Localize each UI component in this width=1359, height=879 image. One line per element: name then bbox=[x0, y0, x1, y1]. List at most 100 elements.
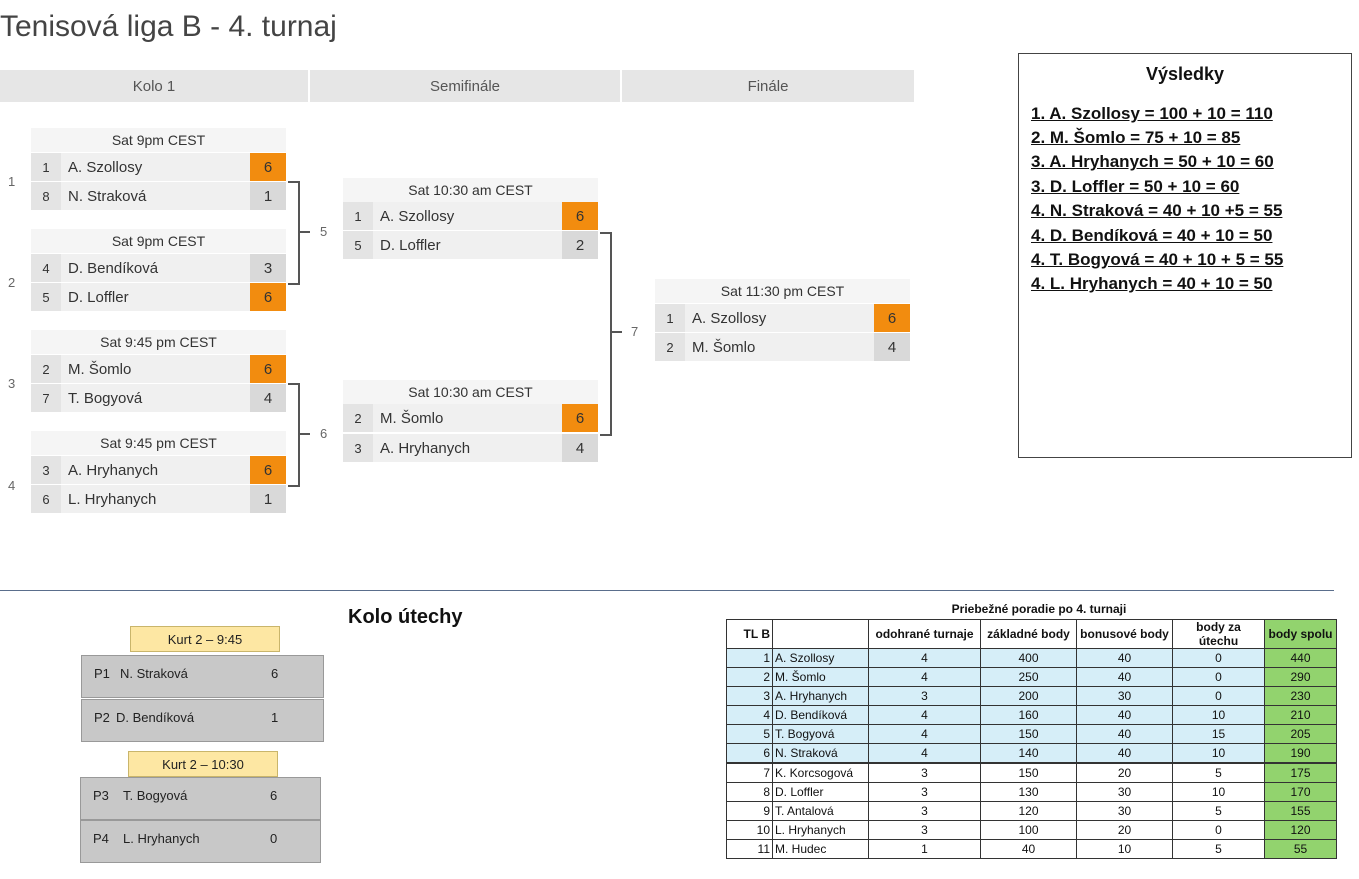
player-cell: T. Antalová bbox=[772, 801, 869, 821]
consolation-points-cell: 10 bbox=[1172, 743, 1265, 764]
column-header: TL B bbox=[726, 619, 773, 649]
bracket-slot[interactable]: 5 D. Loffler 2 bbox=[343, 231, 598, 259]
total-points-cell: 440 bbox=[1264, 648, 1337, 668]
seed-number: 3 bbox=[31, 456, 61, 484]
bracket-slot[interactable]: 2 M. Šomlo 6 bbox=[31, 355, 286, 383]
bracket-slot[interactable]: 2 M. Šomlo 4 bbox=[655, 333, 910, 361]
bonus-points-cell: 20 bbox=[1076, 820, 1173, 840]
player-score: 4 bbox=[874, 333, 910, 361]
match-number: 1 bbox=[8, 174, 16, 189]
bracket-slot[interactable]: 7 T. Bogyová 4 bbox=[31, 384, 286, 412]
court-label: Kurt 2 – 10:30 bbox=[128, 751, 278, 777]
bonus-points-cell: 20 bbox=[1076, 762, 1173, 783]
tournaments-cell: 3 bbox=[868, 686, 981, 706]
bonus-points-cell: 40 bbox=[1076, 648, 1173, 668]
base-points-cell: 130 bbox=[980, 782, 1077, 802]
seed-number: 8 bbox=[31, 182, 61, 210]
rank-cell: 2 bbox=[726, 667, 773, 687]
player-cell: K. Korcsogová bbox=[772, 762, 869, 783]
seed-number: 6 bbox=[31, 485, 61, 513]
bracket-slot[interactable]: 1 A. Szollosy 6 bbox=[31, 153, 286, 181]
match-number: 5 bbox=[320, 224, 328, 239]
column-header: základné body bbox=[980, 619, 1077, 649]
result-line: 1. A. Szollosy = 100 + 10 = 110 bbox=[1031, 104, 1273, 123]
player-cell: N. Straková bbox=[772, 743, 869, 764]
consolation-slot[interactable]: P2 D. Bendíková 1 bbox=[81, 699, 324, 742]
total-points-cell: 175 bbox=[1264, 762, 1337, 783]
consolation-points-cell: 0 bbox=[1172, 667, 1265, 687]
player-name: L. Hryhanych bbox=[123, 831, 200, 846]
player-name: A. Hryhanych bbox=[380, 439, 471, 457]
bracket-connector bbox=[600, 232, 612, 436]
player-name: A. Szollosy bbox=[380, 207, 455, 225]
bracket-slot[interactable]: 3 A. Hryhanych 6 bbox=[31, 456, 286, 484]
column-header: body za útechu bbox=[1172, 619, 1265, 649]
bracket-slot[interactable]: 8 N. Straková 1 bbox=[31, 182, 286, 210]
bonus-points-cell: 30 bbox=[1076, 801, 1173, 821]
player-score: 2 bbox=[562, 231, 598, 259]
result-line: 3. A. Hryhanych = 50 + 10 = 60 bbox=[1031, 152, 1274, 171]
bracket-connector bbox=[300, 433, 310, 435]
bracket-slot[interactable]: 1 A. Szollosy 6 bbox=[655, 304, 910, 332]
player-name: M. Šomlo bbox=[68, 360, 132, 378]
consolation-points-cell: 0 bbox=[1172, 648, 1265, 668]
court-label: Kurt 2 – 9:45 bbox=[130, 626, 280, 652]
base-points-cell: 200 bbox=[980, 686, 1077, 706]
seed-number: 4 bbox=[31, 254, 61, 282]
bonus-points-cell: 30 bbox=[1076, 686, 1173, 706]
player-score: 4 bbox=[562, 434, 598, 462]
bracket-connector bbox=[300, 231, 310, 233]
bracket-connector bbox=[288, 383, 300, 487]
player-cell: A. Szollosy bbox=[772, 648, 869, 668]
bracket-slot[interactable]: 5 D. Loffler 6 bbox=[31, 283, 286, 311]
bonus-points-cell: 40 bbox=[1076, 724, 1173, 744]
match-time: Sat 9:45 pm CEST bbox=[31, 431, 286, 455]
player-name: L. Hryhanych bbox=[68, 490, 157, 508]
consolation-slot[interactable]: P4 L. Hryhanych 0 bbox=[80, 820, 321, 863]
player-cell: M. Hudec bbox=[772, 839, 869, 859]
consolation-points-cell: 0 bbox=[1172, 820, 1265, 840]
bracket-slot[interactable]: 1 A. Szollosy 6 bbox=[343, 202, 598, 230]
total-points-cell: 190 bbox=[1264, 743, 1337, 764]
consolation-slot[interactable]: P1 N. Straková 6 bbox=[81, 655, 324, 698]
match-time: Sat 9pm CEST bbox=[31, 128, 286, 152]
tournaments-cell: 3 bbox=[868, 782, 981, 802]
seed-number: 2 bbox=[655, 333, 685, 361]
base-points-cell: 150 bbox=[980, 724, 1077, 744]
total-points-cell: 205 bbox=[1264, 724, 1337, 744]
match-time: Sat 10:30 am CEST bbox=[343, 178, 598, 202]
consolation-slot[interactable]: P3 T. Bogyová 6 bbox=[80, 777, 321, 820]
standings-title: Priebežné poradie po 4. turnaji bbox=[951, 602, 1127, 616]
seed-number: 1 bbox=[343, 202, 373, 230]
total-points-cell: 290 bbox=[1264, 667, 1337, 687]
rank-cell: 11 bbox=[726, 839, 773, 859]
match-number: 3 bbox=[8, 376, 16, 391]
result-line: 4. N. Straková = 40 + 10 +5 = 55 bbox=[1031, 201, 1283, 220]
match-time: Sat 9pm CEST bbox=[31, 229, 286, 253]
result-line: 4. D. Bendíková = 40 + 10 = 50 bbox=[1031, 226, 1273, 245]
slot-position: P1 bbox=[94, 666, 110, 681]
match-number: 2 bbox=[8, 275, 16, 290]
tournaments-cell: 3 bbox=[868, 801, 981, 821]
match-number: 7 bbox=[631, 324, 639, 339]
player-name: T. Bogyová bbox=[123, 788, 188, 803]
base-points-cell: 120 bbox=[980, 801, 1077, 821]
results-title: Výsledky bbox=[1145, 64, 1225, 84]
player-score: 3 bbox=[250, 254, 286, 282]
player-cell: L. Hryhanych bbox=[772, 820, 869, 840]
bracket-connector bbox=[288, 181, 300, 285]
seed-number: 3 bbox=[343, 434, 373, 462]
bracket-slot[interactable]: 2 M. Šomlo 6 bbox=[343, 404, 598, 432]
column-header: bonusové body bbox=[1076, 619, 1173, 649]
match-time: Sat 9:45 pm CEST bbox=[31, 330, 286, 354]
bracket-slot[interactable]: 4 D. Bendíková 3 bbox=[31, 254, 286, 282]
tournaments-cell: 1 bbox=[868, 839, 981, 859]
total-points-cell: 230 bbox=[1264, 686, 1337, 706]
bracket-slot[interactable]: 3 A. Hryhanych 4 bbox=[343, 434, 598, 462]
bracket-slot[interactable]: 6 L. Hryhanych 1 bbox=[31, 485, 286, 513]
